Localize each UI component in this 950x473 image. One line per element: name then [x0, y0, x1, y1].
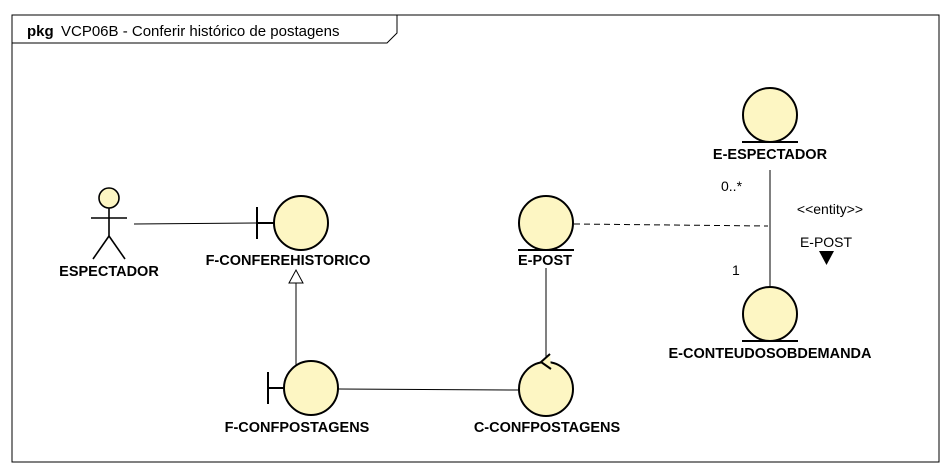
association-name: E-POST: [800, 234, 853, 250]
association-stereotype: <<entity>>: [797, 201, 863, 217]
f-conferehistorico-label: F-CONFEREHISTORICO: [206, 253, 371, 269]
control-arrowhead: [539, 353, 552, 370]
control-c-confpostagens[interactable]: [518, 353, 574, 417]
actor-right-leg: [108, 235, 126, 260]
boundary-circle: [273, 195, 329, 251]
entity-e-conteudosobdemanda[interactable]: [742, 286, 798, 342]
actor-espectador[interactable]: [91, 187, 127, 260]
entity-circle: [518, 195, 574, 251]
direction-triangle-icon: [819, 251, 834, 265]
multiplicity-top: 0..*: [721, 178, 743, 194]
boundary-f-conferehistorico[interactable]: [256, 195, 329, 251]
link-fconfpostagens-control[interactable]: [337, 388, 520, 391]
association-class-link[interactable]: [573, 223, 769, 227]
link-actor-boundary[interactable]: [133, 222, 257, 225]
multiplicity-bottom: 1: [732, 262, 740, 278]
actor-label: ESPECTADOR: [59, 264, 159, 280]
e-conteudosobdemanda-label: E-CONTEUDOSOBDEMANDA: [669, 346, 873, 362]
e-espectador-label: E-ESPECTADOR: [713, 147, 828, 163]
entity-e-post[interactable]: [518, 195, 574, 251]
boundary-f-confpostagens[interactable]: [267, 360, 339, 416]
frame-title: VCP06B - Conferir histórico de postagens: [61, 23, 339, 40]
control-circle: [518, 361, 574, 417]
actor-left-leg: [92, 235, 110, 260]
generalization-arrowhead: [288, 268, 304, 284]
package-frame: [11, 14, 940, 463]
e-post-label: E-POST: [518, 253, 572, 269]
package-tab: [12, 15, 398, 44]
entity-circle: [742, 286, 798, 342]
frame-keyword: pkg: [27, 23, 54, 40]
boundary-circle: [283, 360, 339, 416]
entity-circle: [742, 87, 798, 143]
c-confpostagens-label: C-CONFPOSTAGENS: [474, 420, 621, 436]
f-confpostagens-label: F-CONFPOSTAGENS: [225, 420, 370, 436]
entity-e-espectador[interactable]: [742, 87, 798, 143]
actor-head: [98, 187, 120, 209]
